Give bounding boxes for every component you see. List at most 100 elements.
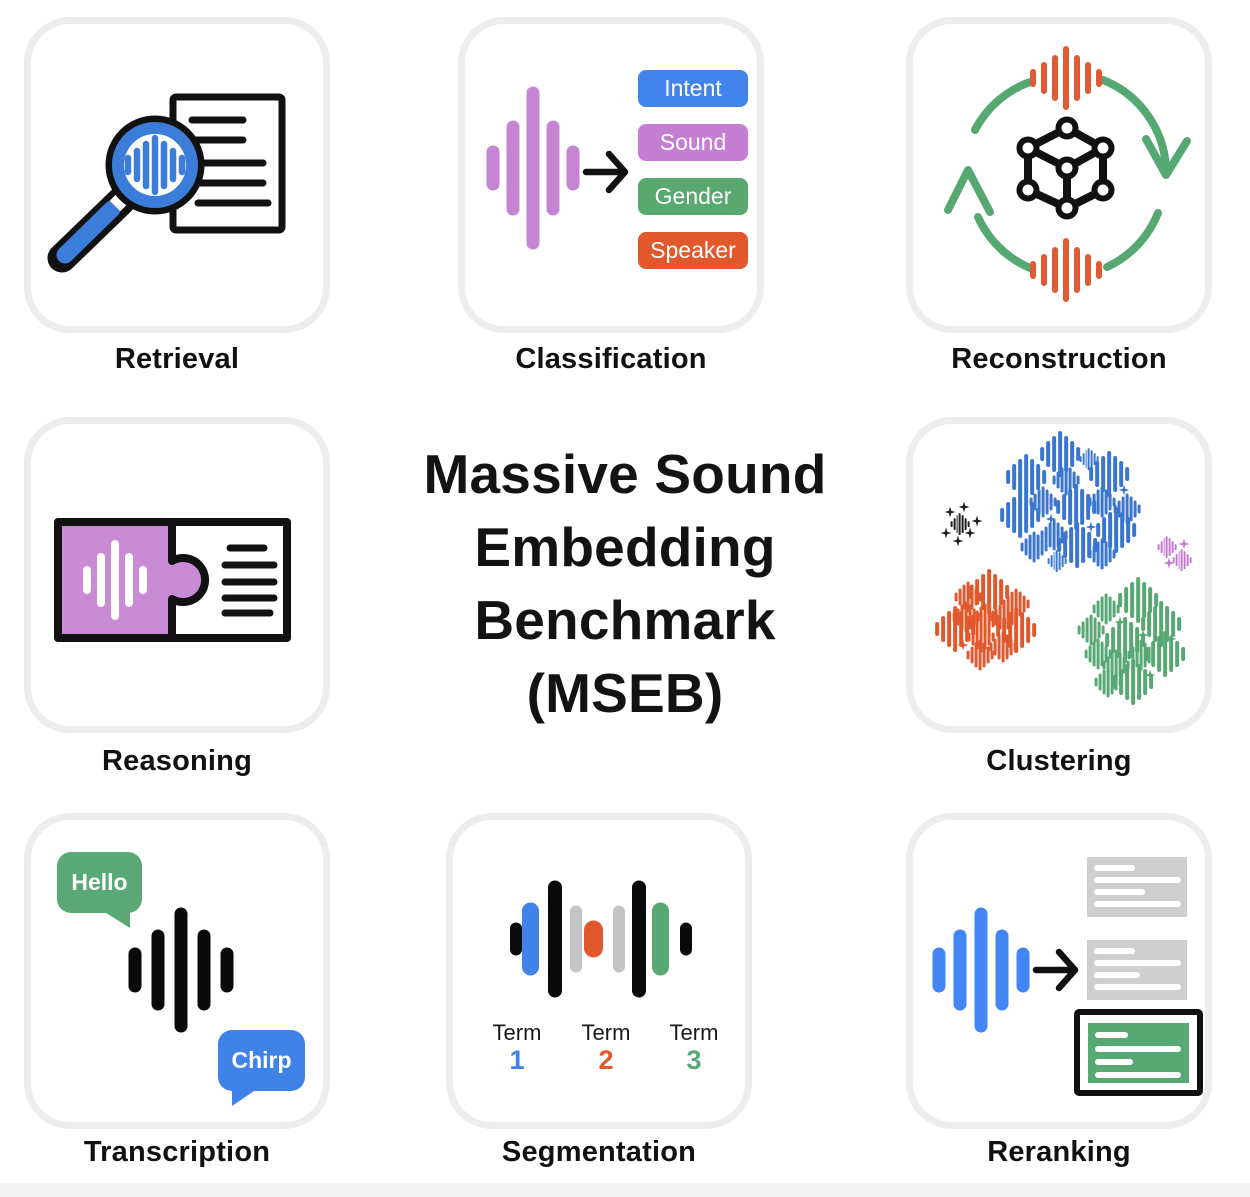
- card-reasoning: [24, 417, 330, 733]
- mini-waveform-glyph: [1029, 486, 1057, 518]
- chip-speaker: Speaker: [638, 232, 748, 269]
- card-transcription: Hello Chirp: [24, 813, 330, 1129]
- reconstruction-icon: [944, 46, 1191, 302]
- waveform-top-icon: [1030, 46, 1102, 110]
- diamond-glyph: [1178, 538, 1190, 550]
- mini-waveform-glyph: [1145, 631, 1185, 677]
- result-card-1: [1087, 857, 1187, 917]
- mini-waveform-glyph: [1040, 431, 1080, 477]
- card-frame: [446, 813, 752, 1129]
- retrieval-icon: [47, 93, 286, 273]
- mini-waveform-glyph: [1092, 593, 1120, 625]
- term-word: Term: [581, 1020, 631, 1045]
- mini-waveform-glyph: [1088, 538, 1116, 570]
- label-classification: Classification: [515, 343, 707, 375]
- diamond-glyph: [944, 506, 956, 518]
- text-lines: [221, 544, 278, 617]
- diamond-glyph: [964, 527, 976, 539]
- card-classification: Intent Sound Gender Speaker: [458, 17, 764, 333]
- mini-waveform-glyph: [1079, 448, 1099, 470]
- diamond-glyph: [957, 639, 969, 651]
- diamond-glyph: [958, 501, 970, 513]
- card-retrieval: [24, 17, 330, 333]
- card-segmentation: Term 1 Term 2 Term 3: [446, 813, 752, 1129]
- title-line: Massive Sound: [423, 443, 827, 505]
- mini-waveform-glyph: [1047, 550, 1067, 572]
- term-2: Term 2: [561, 1020, 651, 1076]
- diamond-glyph: [1045, 513, 1057, 525]
- reranking-icon: [932, 857, 1203, 1096]
- term-word: Term: [669, 1020, 719, 1045]
- arrow-icon: [582, 150, 629, 194]
- mini-waveform-glyph: [966, 639, 994, 671]
- puzzle-icon: [54, 518, 291, 642]
- title-line: Embedding: [474, 516, 776, 578]
- waveform-bottom-icon: [1030, 238, 1102, 302]
- title-line: Benchmark: [474, 589, 776, 651]
- chip-sound: Sound: [638, 124, 748, 161]
- bubble-text: Hello: [71, 869, 128, 895]
- chip-intent: Intent: [638, 70, 748, 107]
- cube-icon: [1016, 116, 1115, 220]
- label-reconstruction: Reconstruction: [951, 343, 1167, 375]
- mini-waveform-glyph: [1057, 522, 1097, 568]
- mini-waveform-glyph: [950, 513, 970, 535]
- speech-bubble-hello: Hello: [57, 852, 142, 928]
- bottom-edge-strip: [0, 1183, 1250, 1197]
- waveform-icon: [83, 540, 147, 620]
- class-labels: Intent Sound Gender Speaker: [638, 70, 748, 269]
- card-reranking: [906, 813, 1212, 1129]
- card-reconstruction: [906, 17, 1212, 333]
- title-line: (MSEB): [526, 662, 724, 724]
- classification-icon: [486, 86, 629, 250]
- mini-waveform-glyph: [1141, 601, 1181, 647]
- label-segmentation: Segmentation: [501, 1136, 697, 1168]
- cycle-arrows-icon: [944, 76, 1191, 272]
- diamond-glyph: [1085, 521, 1097, 533]
- transcription-icon: [128, 907, 234, 1033]
- reasoning-icon: [54, 518, 291, 642]
- term-number: 2: [598, 1045, 614, 1075]
- diamond-glyph: [1137, 629, 1149, 641]
- speech-bubble-chirp: Chirp: [218, 1030, 305, 1106]
- cluster-scatter: [906, 417, 1212, 733]
- mini-waveform-glyph: [1084, 638, 1112, 670]
- mini-waveform-glyph: [1113, 659, 1153, 705]
- mini-waveform-glyph: [1089, 451, 1129, 497]
- segmentation-icon: [510, 880, 692, 998]
- mini-waveform-glyph: [1000, 492, 1040, 538]
- diamond-glyph: [952, 535, 964, 547]
- mini-waveform-glyph: [1006, 454, 1046, 500]
- label-transcription: Transcription: [83, 1136, 271, 1168]
- mini-waveform-glyph: [1077, 614, 1105, 646]
- waveform-icon: [932, 907, 1030, 1033]
- diamond-glyph: [940, 527, 952, 539]
- bubble-text: Chirp: [231, 1047, 292, 1073]
- label-reranking: Reranking: [987, 1136, 1131, 1168]
- mini-waveform-glyph: [996, 607, 1036, 653]
- waveform-icon: [486, 86, 580, 250]
- mini-waveform-glyph: [1052, 464, 1080, 496]
- card-clustering: [906, 417, 1212, 733]
- waveform-icon: [124, 134, 186, 196]
- mini-waveform-glyph: [989, 631, 1017, 663]
- mini-waveform-glyph: [969, 569, 1009, 615]
- mini-waveform-glyph: [1118, 577, 1158, 623]
- top-result-card: [1074, 1009, 1203, 1096]
- diamond-glyph: [1118, 484, 1130, 496]
- term-1: Term 1: [472, 1020, 562, 1076]
- term-number: 1: [509, 1045, 525, 1075]
- magnifier-icon: [47, 115, 205, 273]
- arrow-icon: [1032, 948, 1079, 992]
- page-title: Massive Sound Embedding Benchmark (MSEB): [0, 438, 1250, 730]
- segmented-waveform-icon: [510, 880, 692, 998]
- diamond-glyph: [1144, 669, 1156, 681]
- term-word: Term: [492, 1020, 542, 1045]
- diamond-glyph: [971, 515, 983, 527]
- mini-waveform-glyph: [1020, 531, 1048, 563]
- waveform-icon: [128, 907, 234, 1033]
- term-number: 3: [686, 1045, 702, 1075]
- label-retrieval: Retrieval: [114, 343, 240, 375]
- result-card-2: [1087, 940, 1187, 1000]
